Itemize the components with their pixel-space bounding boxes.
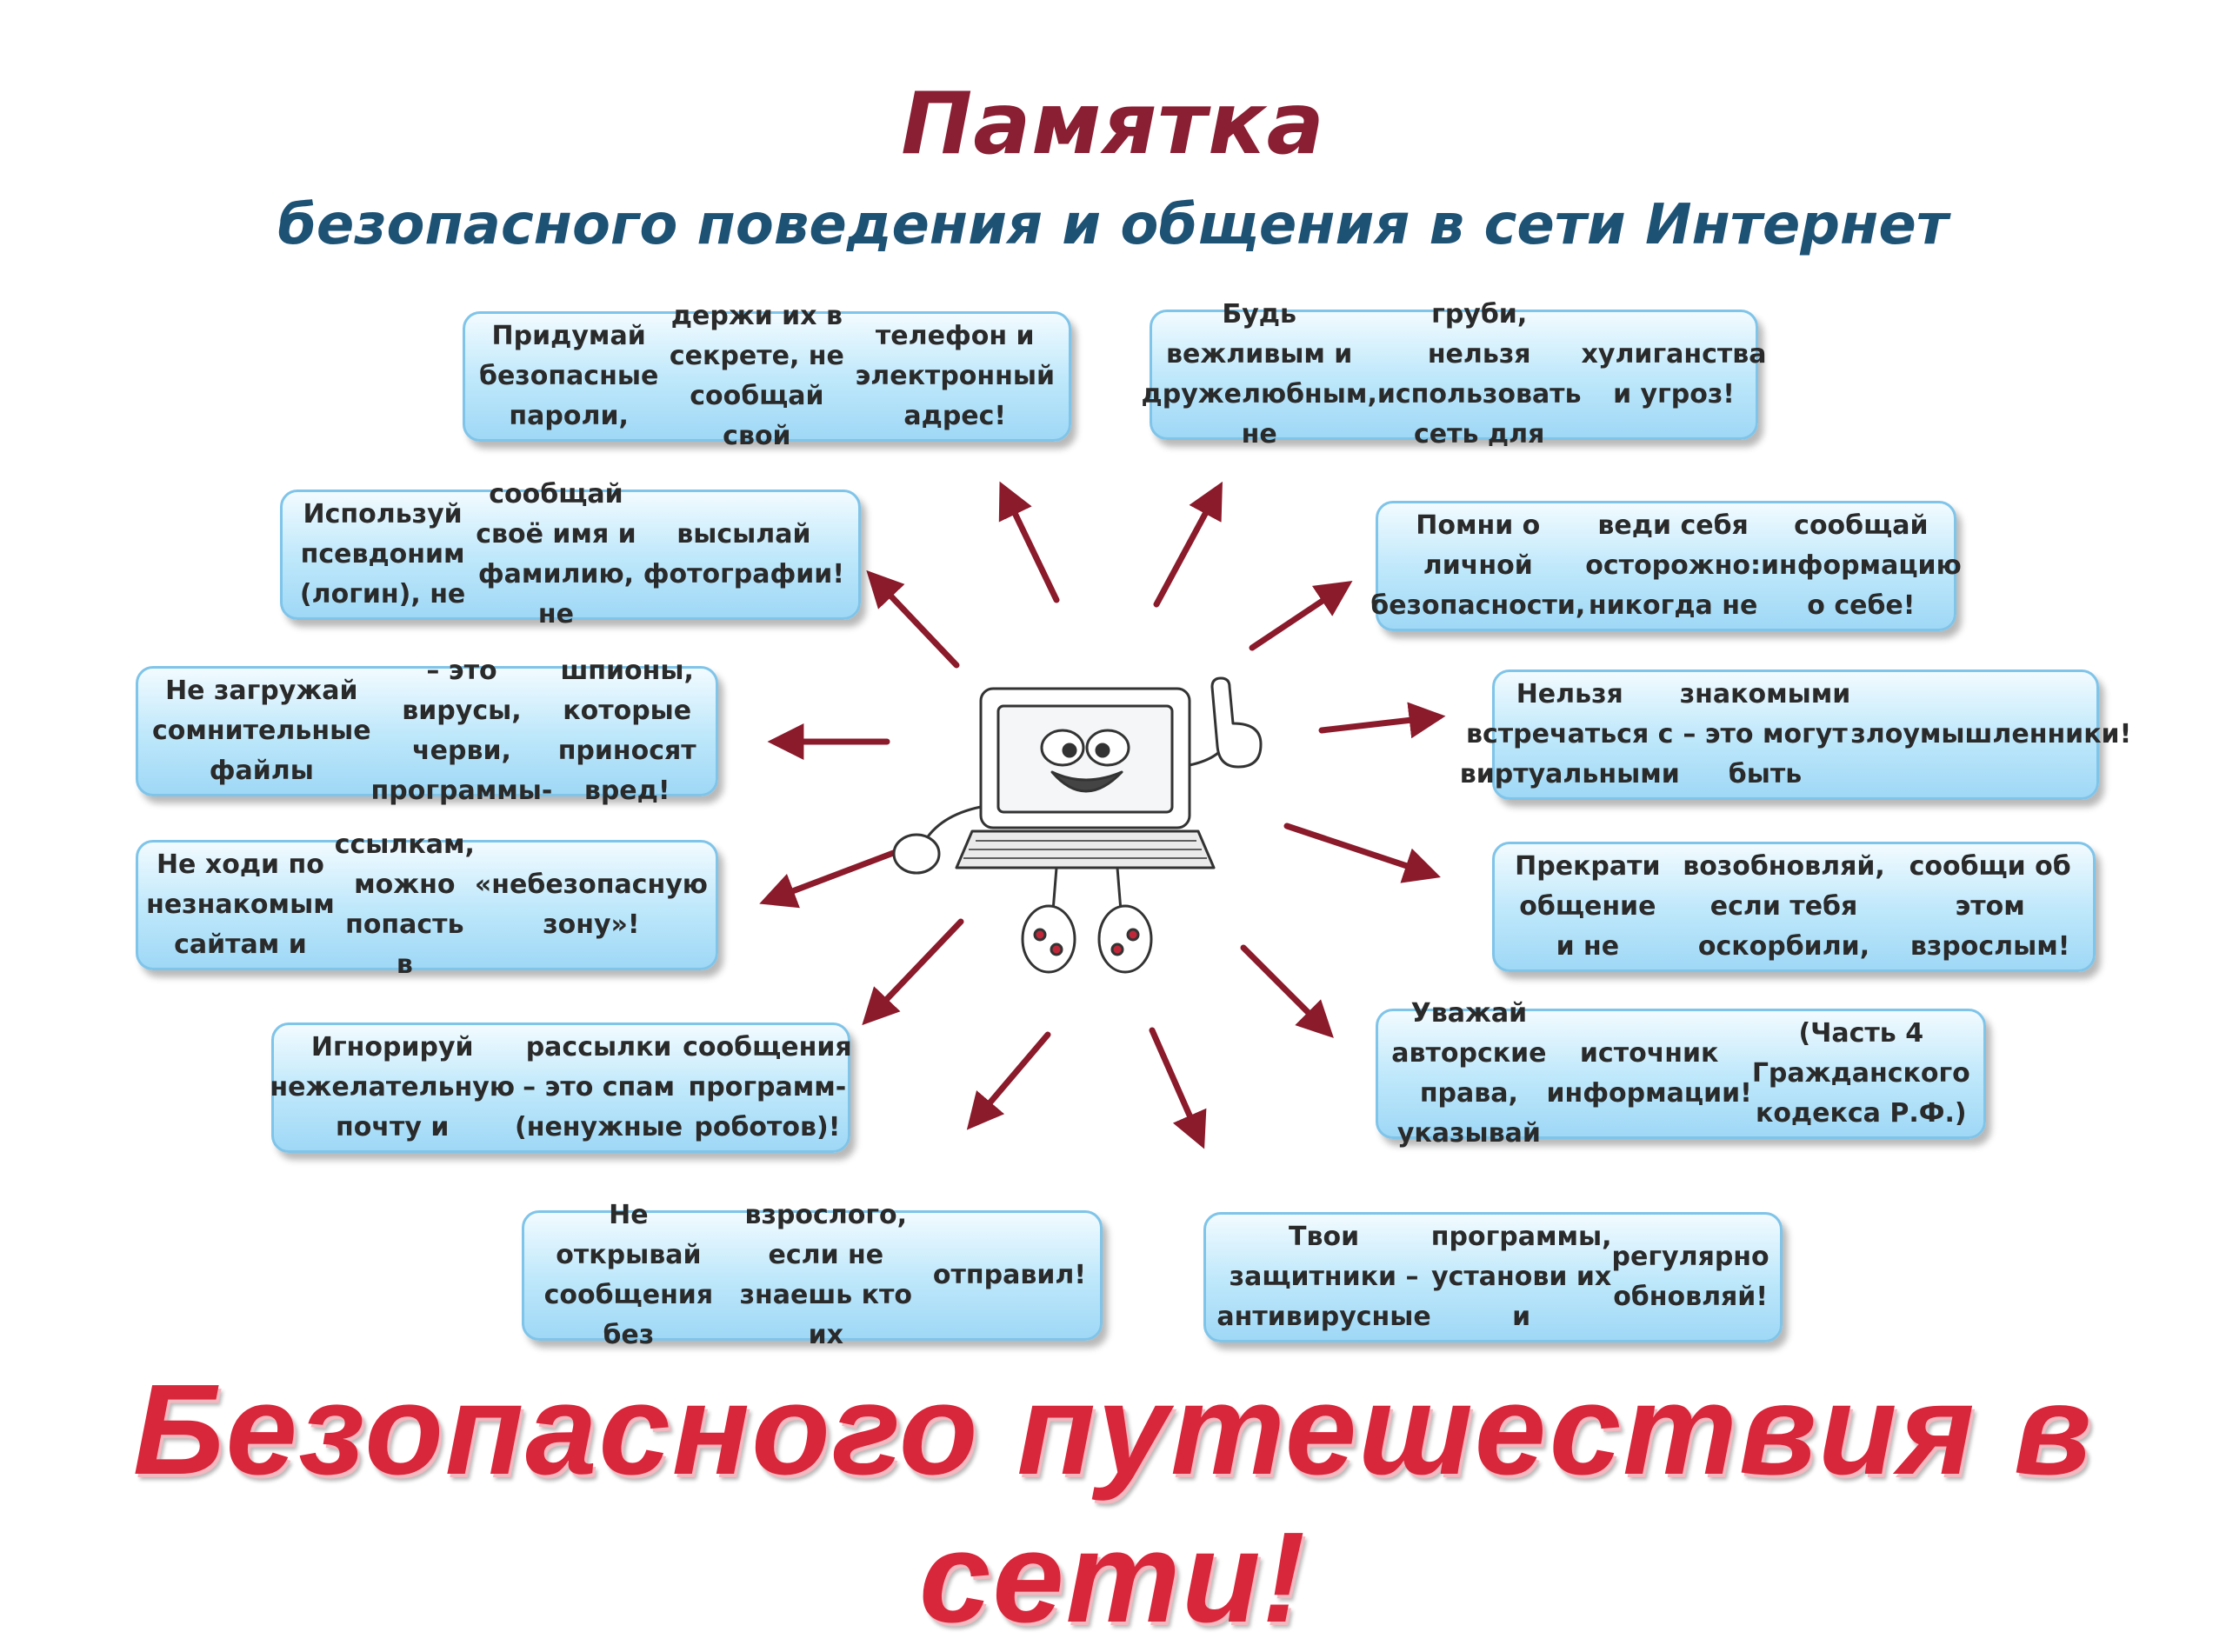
tip-personal-safety: Помни о личной безопасности, веди себя о… — [1370, 501, 1962, 631]
tip-line: сообщай информацию о себе! — [1760, 510, 1962, 621]
tip-line: Не загружай сомнительные файлы — [152, 676, 371, 786]
tip-line: Уважай авторские права, указывай — [1391, 998, 1547, 1149]
tip-line: сообщай своё имя и фамилию, не — [476, 479, 636, 629]
tip-line: телефон и электронный адрес! — [855, 321, 1056, 431]
footer-slogan: Безопасного путешествия в сети! — [132, 1358, 2094, 1649]
arrows-layer — [759, 481, 1446, 1149]
tip-line: Твои защитники – антивирусные — [1216, 1222, 1431, 1332]
tip-line: возобновляй, если тебя оскорбили, — [1683, 851, 1885, 962]
arrow-polite — [1153, 481, 1223, 608]
arrow-messages — [966, 1031, 1051, 1130]
arrow-personal-safety — [1249, 581, 1353, 651]
arrow-unknown-sites — [759, 849, 899, 909]
page-subtitle: безопасного поведения и общения в сети И… — [277, 193, 1949, 257]
arrow-stop-contact — [1283, 823, 1441, 883]
tip-line: шпионы, которые приносят вред! — [557, 656, 696, 806]
tip-line: ссылкам, можно попасть в — [334, 829, 475, 980]
tip-line: злоумышленники! — [1850, 719, 2132, 749]
tip-line: (Часть 4 Гражданского кодекса Р.Ф.) — [1751, 1018, 1970, 1129]
tip-line: Придумай безопасные пароли, — [479, 321, 659, 431]
tip-line: источник информации! — [1546, 1038, 1752, 1109]
tip-files: Не загружай сомнительные файлы – это вир… — [136, 656, 718, 806]
arrow-copyright — [1240, 944, 1334, 1038]
tip-line: знакомыми – это могут быть — [1679, 679, 1851, 789]
tip-line: Прекрати общение и не — [1515, 851, 1661, 962]
arrow-meetings — [1318, 702, 1446, 739]
tip-polite: Будь вежливым и дружелюбным, не груби, н… — [1142, 299, 1767, 450]
tip-line: Игнорируй нежелательную почту и — [270, 1032, 516, 1142]
tip-passwords: Придумай безопасные пароли, держи их в с… — [463, 301, 1071, 451]
tip-line: Не открывай сообщения без — [543, 1200, 714, 1350]
tip-line: хулиганства и угроз! — [1581, 339, 1767, 410]
tip-spam: Игнорируй нежелательную почту и рассылки… — [270, 1023, 852, 1153]
tip-line: отправил! — [932, 1260, 1086, 1290]
arrow-antivirus — [1149, 1027, 1207, 1149]
tip-antivirus: Твои защитники – антивирусные программы,… — [1203, 1212, 1783, 1342]
tip-line: Нельзя встречаться с виртуальными — [1459, 679, 1680, 789]
tip-copyright: Уважай авторские права, указывай источни… — [1376, 998, 1986, 1149]
tip-line: веди себя осторожно: никогда не — [1585, 510, 1761, 621]
tip-line: «небезопасную зону»! — [474, 869, 708, 940]
tip-meetings: Нельзя встречаться с виртуальными знаком… — [1460, 669, 2131, 800]
tip-line: высылай фотографии! — [643, 519, 845, 590]
tip-line: сообщи об этом взрослым! — [1909, 851, 2071, 962]
tip-line: взрослого, если не знаешь кто их — [739, 1200, 912, 1350]
tip-messages: Не открывай сообщения без взрослого, есл… — [522, 1200, 1103, 1350]
arrow-nickname — [866, 570, 960, 669]
tip-unknown-sites: Не ходи по незнакомым сайтам и ссылкам, … — [136, 829, 718, 980]
tip-line: рассылки – это спам (ненужные — [515, 1032, 683, 1142]
tip-line: груби, нельзя использовать сеть для — [1376, 299, 1582, 450]
tip-line: – это вирусы, черви, программы- — [370, 656, 553, 806]
tip-line: сообщения программ-роботов)! — [683, 1032, 852, 1142]
tip-line: держи их в секрете, не сообщай свой — [669, 301, 844, 451]
tip-line: регулярно обновляй! — [1611, 1242, 1769, 1312]
tip-line: Не ходи по незнакомым сайтам и — [146, 849, 335, 960]
tip-stop-contact: Прекрати общение и не возобновляй, если … — [1492, 842, 2096, 972]
page-title: Памятка — [901, 75, 1325, 174]
laptop-mascot-icon — [892, 676, 1263, 974]
arrow-spam — [862, 918, 964, 1026]
tip-line: Используй псевдоним (логин), не — [299, 499, 466, 610]
arrow-passwords — [998, 481, 1060, 603]
tip-line: программы, установи их и — [1430, 1222, 1612, 1332]
tip-nickname: Используй псевдоним (логин), не сообщай … — [280, 479, 861, 629]
tip-line: Будь вежливым и дружелюбным, не — [1141, 299, 1377, 450]
tip-line: Помни о личной безопасности, — [1370, 510, 1586, 621]
